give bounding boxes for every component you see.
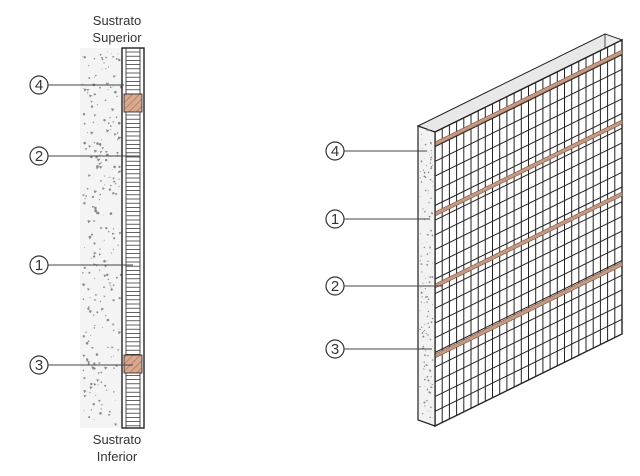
top-substrate-label-line1: Sustrato bbox=[93, 13, 141, 28]
svg-text:3: 3 bbox=[35, 357, 43, 374]
bottom-substrate-label-line1: Sustrato bbox=[93, 432, 141, 447]
mesh-strip bbox=[121, 47, 145, 429]
panel-side-speckles bbox=[419, 129, 434, 418]
callout-section-3: 3 bbox=[29, 355, 133, 375]
svg-text:1: 1 bbox=[35, 257, 43, 274]
callout-iso-1: 1 bbox=[325, 209, 430, 229]
mortar-layer bbox=[80, 48, 122, 428]
fiber-block-top bbox=[123, 93, 143, 113]
svg-text:4: 4 bbox=[331, 143, 339, 160]
svg-text:1: 1 bbox=[331, 211, 339, 228]
panel-mortar-side bbox=[417, 125, 436, 427]
bottom-substrate-label-line2: Inferior bbox=[97, 449, 138, 464]
mesh-grid bbox=[434, 43, 623, 423]
callout-section-1: 1 bbox=[29, 255, 133, 275]
svg-text:4: 4 bbox=[35, 77, 43, 94]
svg-text:2: 2 bbox=[331, 278, 339, 295]
cross-section: Sustrato Superior 4 2 1 3 S bbox=[29, 13, 145, 464]
callout-section-2: 2 bbox=[29, 146, 140, 166]
top-substrate-label-line2: Superior bbox=[92, 30, 142, 45]
svg-text:3: 3 bbox=[331, 341, 339, 358]
callout-iso-4: 4 bbox=[325, 141, 427, 161]
callout-iso-3: 3 bbox=[325, 339, 432, 359]
callout-iso-2: 2 bbox=[325, 276, 443, 296]
mortar-speckles bbox=[81, 51, 123, 426]
svg-text:2: 2 bbox=[35, 148, 43, 165]
callout-section-4: 4 bbox=[29, 75, 124, 95]
fiber-block-bottom bbox=[123, 354, 143, 374]
isometric-panel: 4 1 2 3 bbox=[325, 33, 624, 428]
